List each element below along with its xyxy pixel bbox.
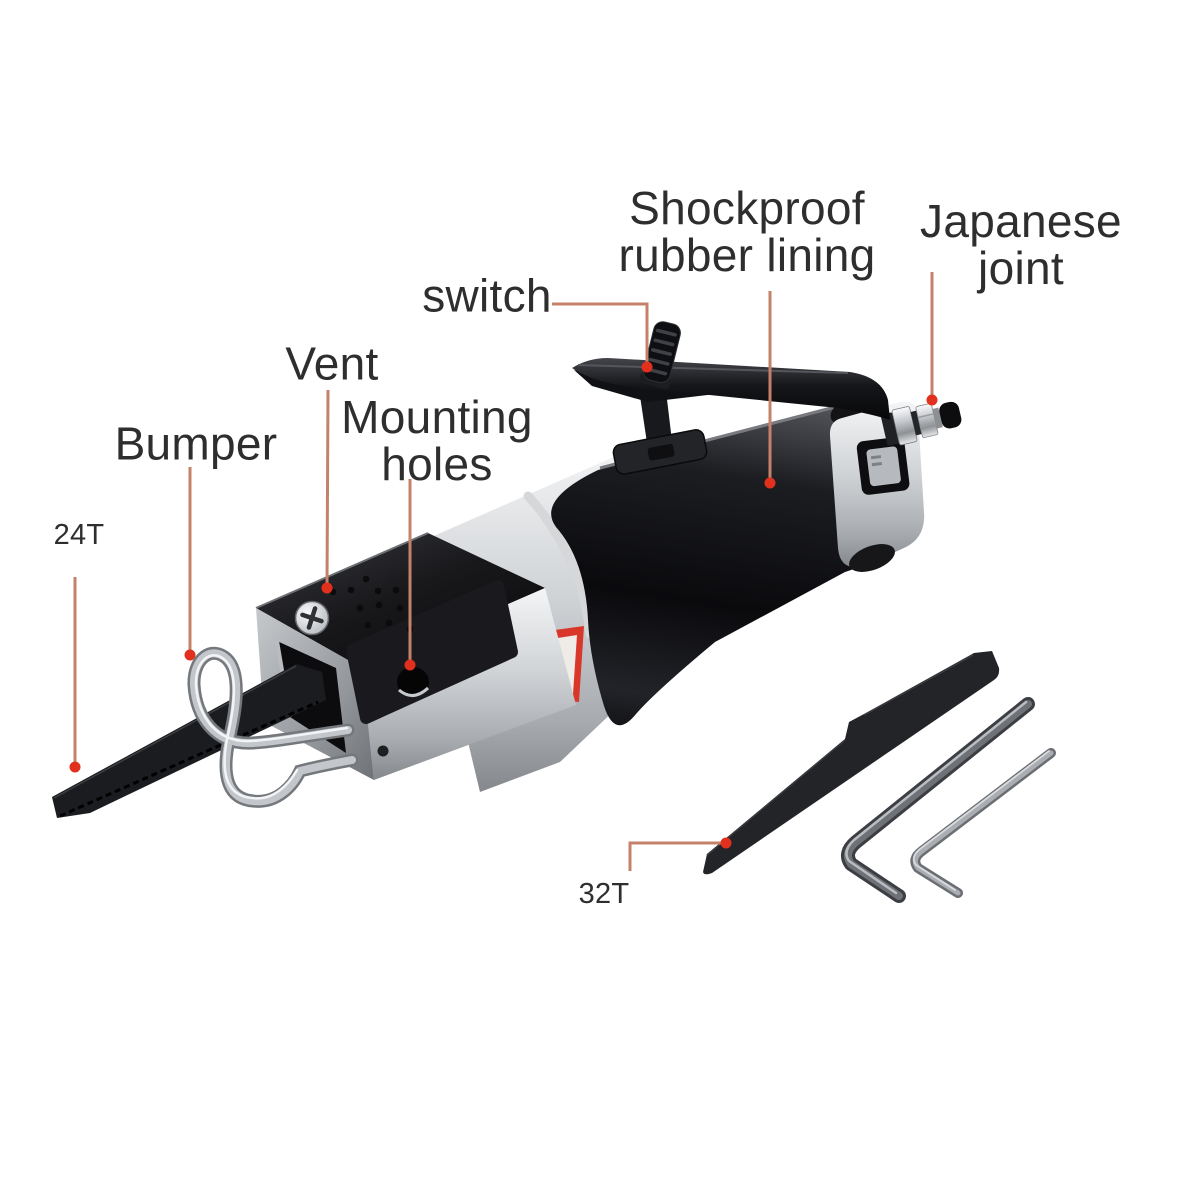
trigger-lever bbox=[572, 321, 890, 475]
blade-32t-pointer-dot bbox=[720, 837, 732, 849]
bumper-pointer-dot bbox=[184, 649, 196, 661]
head-screw bbox=[294, 600, 330, 636]
wire-bumper bbox=[187, 647, 359, 808]
lever-front-fork bbox=[574, 370, 716, 402]
vent-pointer-dot bbox=[321, 582, 333, 594]
installed-blade-24t bbox=[52, 664, 326, 818]
hex-key-small bbox=[910, 748, 1056, 898]
hex-key-large bbox=[840, 697, 1035, 903]
vent-leader-line bbox=[325, 389, 330, 589]
mounting-holes-pointer-dot bbox=[404, 659, 416, 671]
mounting-hole bbox=[397, 667, 429, 697]
callout-overlay bbox=[69, 272, 938, 871]
blade-24t-pointer-dot bbox=[69, 761, 81, 773]
head-side-face bbox=[362, 588, 576, 780]
switch-leader-line bbox=[552, 302, 649, 367]
switch-knob bbox=[639, 321, 681, 390]
japanese-joint-pointer-dot bbox=[926, 394, 938, 406]
air-saw-tool bbox=[52, 321, 962, 818]
spare-blade-32t bbox=[703, 651, 1000, 875]
head-top-face bbox=[256, 533, 545, 668]
lower-screw-hole bbox=[377, 745, 389, 757]
lever-base-mount bbox=[612, 429, 708, 475]
japanese-joint-fitting bbox=[880, 401, 962, 446]
shockproof-rubber-cylinder bbox=[551, 400, 891, 726]
blade-32t-leader-line bbox=[628, 841, 726, 871]
vent-holes bbox=[329, 575, 414, 633]
rear-cap bbox=[829, 398, 925, 572]
switch-pointer-dot bbox=[641, 361, 653, 373]
shockproof-rubber-lining-pointer-dot bbox=[764, 477, 776, 489]
cylinder-front-rim bbox=[523, 491, 595, 639]
head-side-inset bbox=[346, 580, 518, 724]
